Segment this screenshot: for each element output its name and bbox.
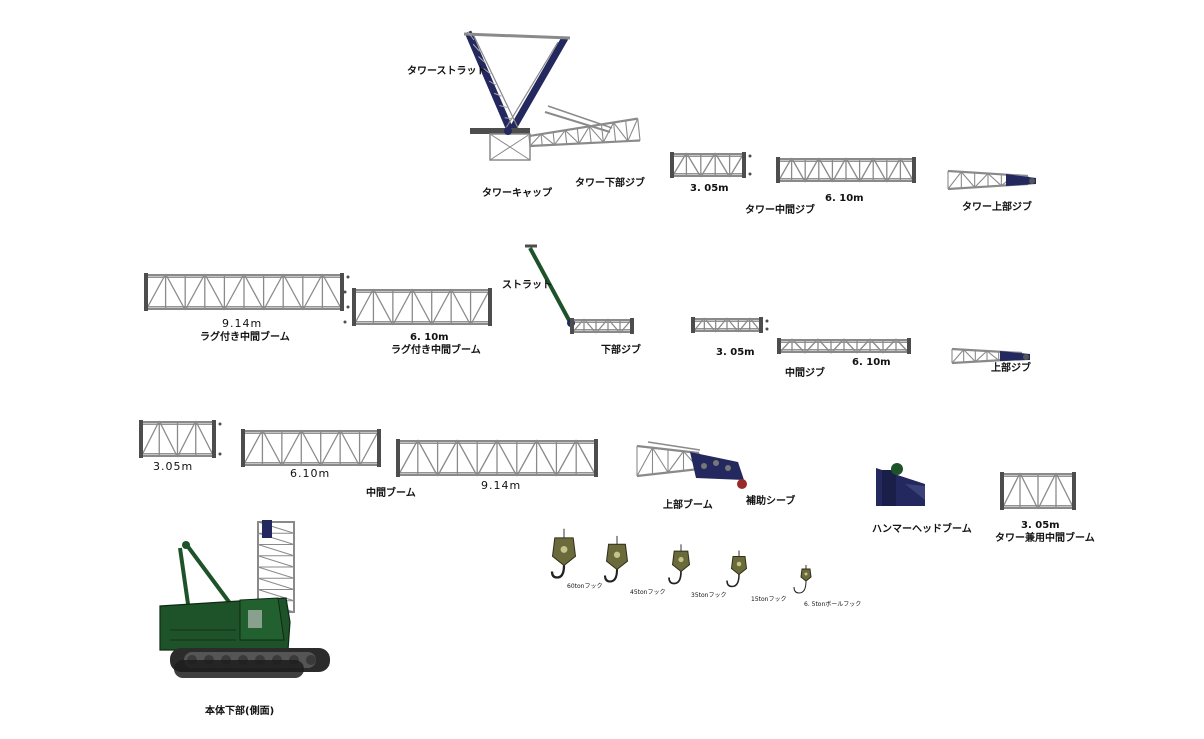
label-length-3-05m-b: 3. 05m [716,347,755,358]
label-tower-upper-jib: タワー上部ジブ [962,202,1032,213]
hook-45t [603,535,629,583]
tower-lower-jib [528,117,641,148]
hammerhead-boom [876,463,925,506]
tower-mid-jib-6-10m [776,157,916,183]
label-upper-jib: 上部ジブ [991,363,1031,374]
label-length-9-14m-c: 9.14m [481,479,522,492]
label-aux-sheave: 補助シーブ [746,496,796,507]
label-length-6-10m-b: 6. 10m [852,357,891,368]
label-hook-35t: 35tonフック [691,592,727,599]
mid-jib-3-05m [691,317,769,333]
mid-jib-6-10m [777,338,911,354]
label-hook-15t: 15tonフック [751,596,787,603]
tower-mid-boom-3-05m [1000,472,1076,510]
label-lug-mid-boom-610: ラグ付き中間ブーム [391,345,481,356]
upper-boom [636,441,747,489]
label-length-6-10m-a: 6. 10m [825,193,864,204]
label-tower-mid-boom: タワー兼用中間ブーム [995,533,1095,544]
mid-boom-3-05m [139,420,222,458]
label-hook-ball: 6. 5tonボールフック [804,601,862,608]
label-length-6-10m-c: 6.10m [290,467,331,480]
label-strut: ストラット [502,280,552,291]
crane-body-side-view [159,520,330,678]
mid-boom-9-14m [396,439,598,477]
label-hook-45t: 45tonフック [630,589,666,596]
hook-35t [668,544,691,585]
tower-mid-jib-3-05m [670,152,752,178]
hook-ball [793,565,812,594]
label-hammerhead-boom: ハンマーヘッドブーム [872,524,972,535]
lug-mid-boom-9-14m [144,273,350,311]
label-tower-cap: タワーキャップ [482,188,552,199]
label-upper-boom: 上部ブーム [663,500,713,511]
label-body-lower: 本体下部(側面) [205,706,275,717]
hook-15t [726,550,748,588]
hook-60t [550,528,577,579]
label-tower-strut: タワーストラット [407,66,487,77]
tower-strut-and-cap [463,30,613,161]
label-lower-jib: 下部ジブ [601,345,641,356]
label-mid-jib: 中間ジブ [785,368,825,379]
lower-jib [570,318,634,334]
upper-jib [951,347,1030,365]
label-mid-boom: 中間ブーム [366,488,416,499]
label-hook-60t: 60tonフック [567,583,603,590]
label-tower-lower-jib: タワー下部ジブ [575,178,645,189]
tower-upper-jib [947,169,1036,191]
label-length-9-14m-lug: 9.14m [222,317,263,330]
lug-mid-boom-6-10m [343,288,492,326]
label-length-6-10m-lug: 6. 10m [410,332,449,343]
label-lug-mid-boom-914: ラグ付き中間ブーム [200,332,290,343]
label-length-3-05m-a: 3. 05m [690,183,729,194]
label-length-3-05m-c: 3.05m [153,460,194,473]
mid-boom-6-10m [241,429,381,467]
label-length-3-05m-tower: 3. 05m [1021,520,1060,531]
label-tower-mid-jib: タワー中間ジブ [745,205,815,216]
